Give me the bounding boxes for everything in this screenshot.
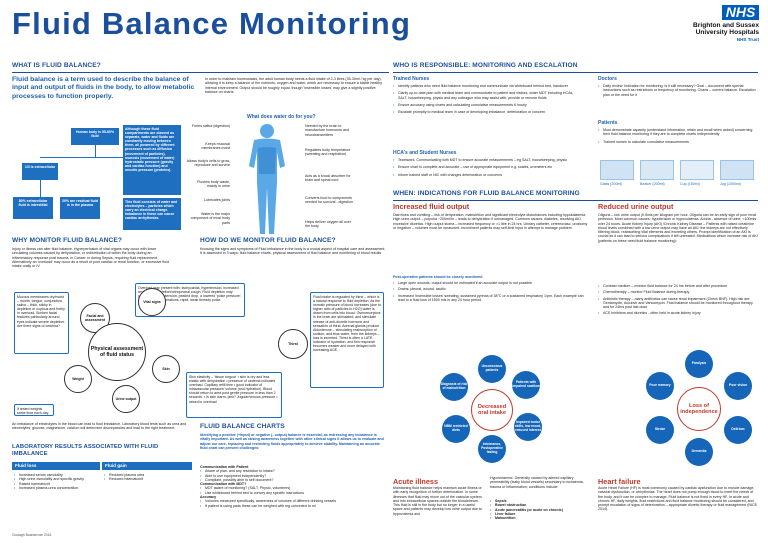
hca-list: Teamwork. Communicating with MDT to ensu… [393,158,583,177]
tree-connector [40,157,160,158]
petal-thirst: Thirst [278,329,308,359]
tree-plasma: 20% are residual fluid is in the plasma [60,197,100,219]
petal-urine-output: Urine output [112,385,140,413]
lab-col-gain-header: Fluid gain [102,462,192,470]
postop-list: Large open wounds: output should be esti… [393,281,588,302]
heading-rule [393,200,758,201]
tree-connector [40,180,41,197]
patients-heading: Patients [598,120,618,126]
doctors-list: Daily review. Indication for monitoring,… [598,84,758,97]
hypovolaemic-text: Hypovolaemic. Generally caused by altere… [490,476,584,489]
tree-interstitial: 80% extracellular fluid is interstitial [13,197,53,219]
loss-independence-centre: Loss of independence [677,387,721,431]
doctors-heading: Doctors [598,76,617,82]
decreased-intake-diagram: Unconscious patients Patients with impai… [440,355,550,475]
lab-gain-list: Reduced plasma urea Reduced haematocrit [104,473,190,482]
hca-heading: HCA's and Student Nurses [393,150,457,156]
vessel-cup [680,160,714,180]
lab-heading: LABORATORY RESULTS ASSOCIATED WITH FLUID… [12,444,159,457]
trained-nurses-list: Identify patients who need fluid balance… [393,84,583,115]
water-heading: What does water do for you? [247,114,316,120]
increased-output-heading: Increased fluid output [393,202,470,211]
charts-text: Identifying a positive (+input) or negat… [200,433,384,450]
reduced-output-text: Oliguria – low urine output (0.5mls per … [598,213,758,243]
water-labels-right: Needed by the brain to manufacture hormo… [305,124,353,229]
heading-rule [12,72,389,73]
charts-details: Communication with Patient Aware of plan… [200,465,388,539]
footer-credit: Clodagh Buamerose 2016 [12,533,52,537]
intro-text: In order to maintain homeostasis, the ad… [205,77,383,94]
weight-box: If tested weights same time each day. [14,404,54,416]
imbalance-text: An imbalance of electrolytes in the bloo… [12,422,187,431]
acute-illness-heading: Acute illness [393,477,439,486]
page-title: Fluid Balance Monitoring [12,6,412,41]
increased-output-text: Diarrhoea and vomiting – risk of dehydra… [393,213,588,230]
vessel-glass [600,160,634,180]
when-heading: WHEN: INDICATIONS FOR FLUID BALANCE MONI… [393,190,580,197]
medications-list: Contrast medium – monitor fluid balance … [598,284,758,316]
vessel-beaker [640,160,674,180]
heart-failure-text: Acute Heart Failure (HF) is most commonl… [598,486,758,512]
nhs-logo: NHS [722,5,759,20]
lab-loss-list: Increased serum osmolality High urine os… [14,473,98,491]
loss-independence-diagram: Paralysis Poor vision Delirium Dementia … [640,350,760,475]
what-is-heading: WHAT IS FLUID BALANCE? [12,62,101,69]
vessel-images: Glass (200ml) Beaker (200ml) Cup (150ml)… [598,160,758,190]
assessment-centre: Physical assessment of fluid status [88,323,146,381]
face-box: Mucous membranes dry/moist – mouth, tong… [14,292,69,354]
lab-col-loss-header: Fluid loss [12,462,100,470]
trained-nurses-heading: Trained Nurses [393,76,430,82]
why-text: Injury or illness can alter fluid balanc… [12,247,169,269]
charts-heading: FLUID BALANCE CHARTS [200,423,285,430]
skin-box: Skin elasticity – 'tissue turgour' • ski… [186,372,282,418]
heart-failure-heading: Heart failure [598,477,641,486]
definition-text: Fluid balance is a term used to describe… [12,76,195,100]
decreased-intake-centre: Decreased oral intake [471,389,513,431]
why-heading: WHY MONITOR FLUID BALANCE? [12,237,123,244]
page-header: Fluid Balance Monitoring NHS Brighton an… [0,0,768,52]
lab-table: Fluid loss Fluid gain Increased serum os… [12,462,192,524]
compartments-box: Although these fluid compartments are cl… [123,125,181,195]
tree-root: Human body is 55-60% fluid [71,128,119,145]
assessment-diagram: Facial and assessment Vital signs Thirst… [62,287,308,422]
petal-skin: Skin [152,355,180,383]
reduced-output-heading: Reduced urine output [598,202,674,211]
how-heading: HOW DO WE MONITOR FLUID BALANCE? [200,237,336,244]
tree-extracellular: 1/3 is extracellular [22,163,58,180]
how-text: Knowing the signs and symptoms of Fluid … [200,247,386,256]
postop-heading: Post-operative patients should be closel… [393,275,483,279]
thirst-box: Fluid intake is regulated by thirst – wh… [310,292,384,388]
petal-vital-signs: Vital signs [138,288,166,316]
hypovolaemic-list: Sepsis Bowel obstruction Acute pancreati… [490,499,590,521]
who-heading: WHO IS RESPONSIBLE: MONITORING AND ESCAL… [393,62,578,69]
vessel-jug [720,160,754,180]
water-labels-left: Forms saliva (digestion) Keeps mucosal m… [186,124,230,225]
heading-rule [393,72,758,73]
electrolytes-box: This fluid consists of water and electro… [123,198,181,230]
petal-weight: Weight [64,365,92,393]
tree-connector [95,145,96,157]
trust-name: Brighton and Sussex University Hospitals… [693,22,759,42]
patients-list: Must demonstrate capacity (understand in… [598,128,758,144]
acute-illness-text: Maintaining fluid balance helps maintain… [393,486,482,516]
human-body-figure [249,124,285,234]
